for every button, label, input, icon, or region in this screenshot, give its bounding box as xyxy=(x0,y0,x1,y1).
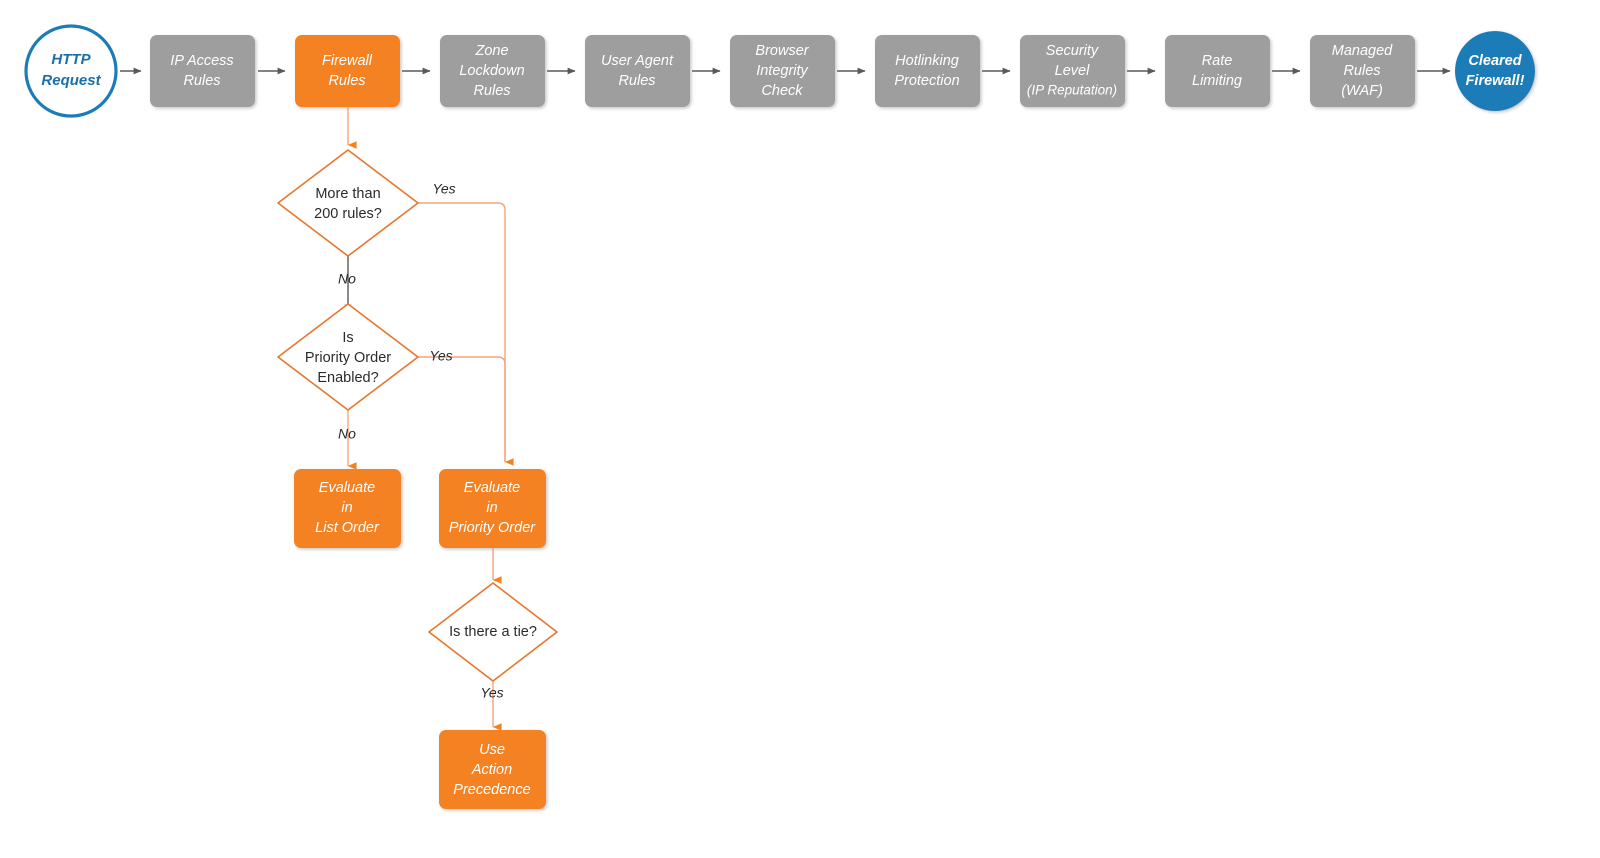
cleared-firewall-label-line2: Firewall! xyxy=(1466,73,1525,89)
firewall-rules-box xyxy=(295,35,400,107)
user-agent-rules-label-line2: Rules xyxy=(618,73,655,89)
managed-rules-waf-label-line3: (WAF) xyxy=(1341,83,1383,99)
evaluate-in-priority-order-label-line3: Priority Order xyxy=(449,520,536,536)
is-priority-order-enabled-label-line3: Enabled? xyxy=(317,370,378,386)
more-than-200-rules-diamond xyxy=(277,149,419,257)
node-rate-limiting[interactable]: Rate Limiting xyxy=(1165,35,1270,107)
managed-rules-waf-box xyxy=(1310,35,1415,107)
edge-label-priorityenabled-no: No xyxy=(338,426,356,442)
is-there-a-tie-label: Is there a tie? xyxy=(449,624,537,640)
more-than-200-rules-label-line1: More than xyxy=(315,186,380,202)
is-there-a-tie-diamond xyxy=(428,582,558,682)
evaluate-in-list-order-label-line2: in xyxy=(341,500,352,516)
more-than-200-rules-label-line2: 200 rules? xyxy=(314,206,382,222)
zone-lockdown-rules-box xyxy=(440,35,545,107)
use-action-precedence-label-line1: Use xyxy=(479,742,505,758)
zone-lockdown-rules-label-line2: Lockdown xyxy=(459,63,524,79)
branch-connectors xyxy=(344,107,514,731)
cleared-firewall-label-line1: Cleared xyxy=(1468,53,1522,69)
ip-access-rules-label-line1: IP Access xyxy=(170,53,233,69)
browser-integrity-check-label-line2: Integrity xyxy=(756,63,808,79)
node-browser-integrity-check[interactable]: Browser Integrity Check xyxy=(730,35,835,107)
node-firewall-rules[interactable]: Firewall Rules xyxy=(295,35,400,107)
node-hotlinking-protection[interactable]: Hotlinking Protection xyxy=(875,35,980,107)
use-action-precedence-box xyxy=(439,730,546,809)
cleared-firewall-circle xyxy=(1455,31,1535,111)
connector-more200-yes-to-priorityorder xyxy=(418,202,514,466)
is-priority-order-enabled-diamond xyxy=(277,303,419,411)
edge-label-priorityenabled-yes: Yes xyxy=(429,348,452,364)
managed-rules-waf-label-line1: Managed xyxy=(1332,43,1393,59)
use-action-precedence-label-line2: Action xyxy=(471,762,512,778)
firewall-rules-label-line2: Rules xyxy=(328,73,365,89)
hotlinking-protection-box xyxy=(875,35,980,107)
evaluate-in-list-order-label-line1: Evaluate xyxy=(319,480,375,496)
node-security-level[interactable]: Security Level (IP Reputation) xyxy=(1020,35,1125,107)
evaluate-in-list-order-label-line3: List Order xyxy=(315,520,380,536)
node-http-request[interactable]: HTTP Request xyxy=(24,24,118,118)
user-agent-rules-box xyxy=(585,35,690,107)
connector-priorityenabled-yes-to-priorityorder xyxy=(418,356,506,462)
ip-access-rules-label-line2: Rules xyxy=(183,73,220,89)
http-request-circle xyxy=(24,24,118,118)
ip-access-rules-box xyxy=(150,35,255,107)
node-user-agent-rules[interactable]: User Agent Rules xyxy=(585,35,690,107)
firewall-rules-label-line1: Firewall xyxy=(322,53,373,69)
node-more-than-200-rules[interactable]: More than 200 rules? xyxy=(277,149,419,257)
rate-limiting-box xyxy=(1165,35,1270,107)
use-action-precedence-label-line3: Precedence xyxy=(453,782,530,798)
edge-label-more200-yes: Yes xyxy=(432,181,455,197)
zone-lockdown-rules-label-line3: Rules xyxy=(473,83,510,99)
security-level-box xyxy=(1020,35,1125,107)
node-zone-lockdown-rules[interactable]: Zone Lockdown Rules xyxy=(440,35,545,107)
node-evaluate-in-list-order[interactable]: Evaluate in List Order xyxy=(294,469,401,548)
rate-limiting-label-line1: Rate xyxy=(1202,53,1233,69)
evaluate-in-priority-order-box xyxy=(439,469,546,548)
edge-label-more200-no: No xyxy=(338,271,356,287)
user-agent-rules-label-line1: User Agent xyxy=(601,53,674,69)
browser-integrity-check-label-line3: Check xyxy=(761,83,803,99)
http-request-label-line1: HTTP xyxy=(51,51,91,68)
node-managed-rules-waf[interactable]: Managed Rules (WAF) xyxy=(1310,35,1415,107)
node-is-there-a-tie[interactable]: Is there a tie? xyxy=(428,582,558,682)
is-priority-order-enabled-label-line1: Is xyxy=(342,330,353,346)
node-use-action-precedence[interactable]: Use Action Precedence xyxy=(439,730,546,809)
node-is-priority-order-enabled[interactable]: Is Priority Order Enabled? xyxy=(277,303,419,411)
http-request-label-line2: Request xyxy=(41,72,101,89)
evaluate-in-priority-order-label-line1: Evaluate xyxy=(464,480,520,496)
managed-rules-waf-label-line2: Rules xyxy=(1343,63,1380,79)
security-level-label-line1: Security xyxy=(1046,43,1099,59)
edge-label-tie-yes: Yes xyxy=(480,685,503,701)
rate-limiting-label-line2: Limiting xyxy=(1192,73,1242,89)
evaluate-in-list-order-box xyxy=(294,469,401,548)
evaluate-in-priority-order-label-line2: in xyxy=(486,500,497,516)
hotlinking-protection-label-line1: Hotlinking xyxy=(895,53,959,69)
browser-integrity-check-label-line1: Browser xyxy=(755,43,809,59)
security-level-label-line3: (IP Reputation) xyxy=(1027,83,1117,98)
node-ip-access-rules[interactable]: IP Access Rules xyxy=(150,35,255,107)
node-cleared-firewall[interactable]: Cleared Firewall! xyxy=(1455,31,1535,111)
browser-integrity-check-box xyxy=(730,35,835,107)
node-evaluate-in-priority-order[interactable]: Evaluate in Priority Order xyxy=(439,469,546,548)
is-priority-order-enabled-label-line2: Priority Order xyxy=(305,350,391,366)
hotlinking-protection-label-line2: Protection xyxy=(894,73,959,89)
zone-lockdown-rules-label-line1: Zone xyxy=(474,43,508,59)
security-level-label-line2: Level xyxy=(1055,63,1090,79)
